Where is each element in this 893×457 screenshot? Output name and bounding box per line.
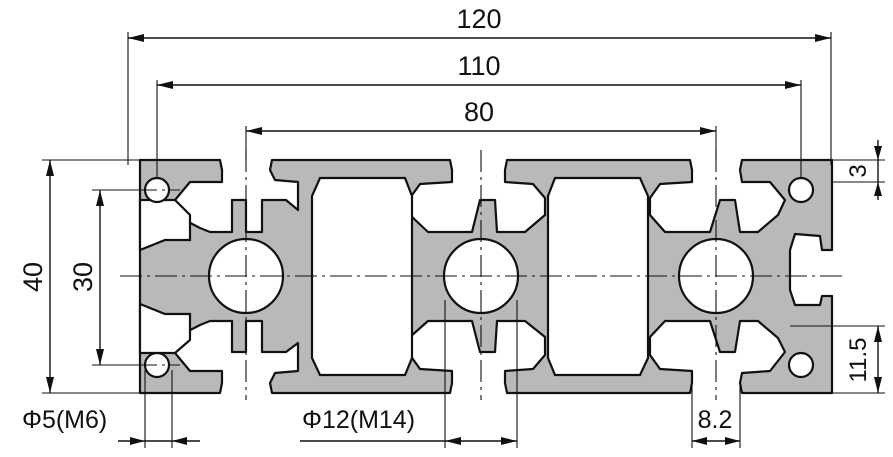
label-slot-offset: 11.5 [845, 338, 872, 383]
label-overall-height: 40 [18, 262, 48, 292]
label-hole-pitch-vertical: 30 [68, 262, 98, 292]
label-center-hole: Φ12(M14) [302, 406, 415, 434]
label-slot-pitch-inner: 80 [464, 97, 494, 127]
dimension-lines [46, 34, 882, 445]
small-hole-bottom-right [787, 351, 815, 379]
cavity-right [546, 176, 650, 377]
extension-lines [42, 32, 885, 448]
cavity-left [310, 176, 414, 377]
label-slot-width: 8.2 [698, 406, 733, 434]
center-lines [120, 150, 845, 400]
label-small-hole: Φ5(M6) [22, 406, 107, 434]
slot-left-bottom [138, 302, 192, 355]
slot-left-top [138, 198, 192, 252]
label-slot-depth: 3 [845, 164, 872, 177]
small-hole-top-right [787, 176, 815, 204]
label-overall-width: 120 [456, 4, 501, 34]
label-slot-pitch-outer: 110 [457, 51, 500, 81]
dimension-labels: 120 110 80 40 30 3 11.5 Φ5(M6) Φ12(M14) … [18, 4, 872, 434]
